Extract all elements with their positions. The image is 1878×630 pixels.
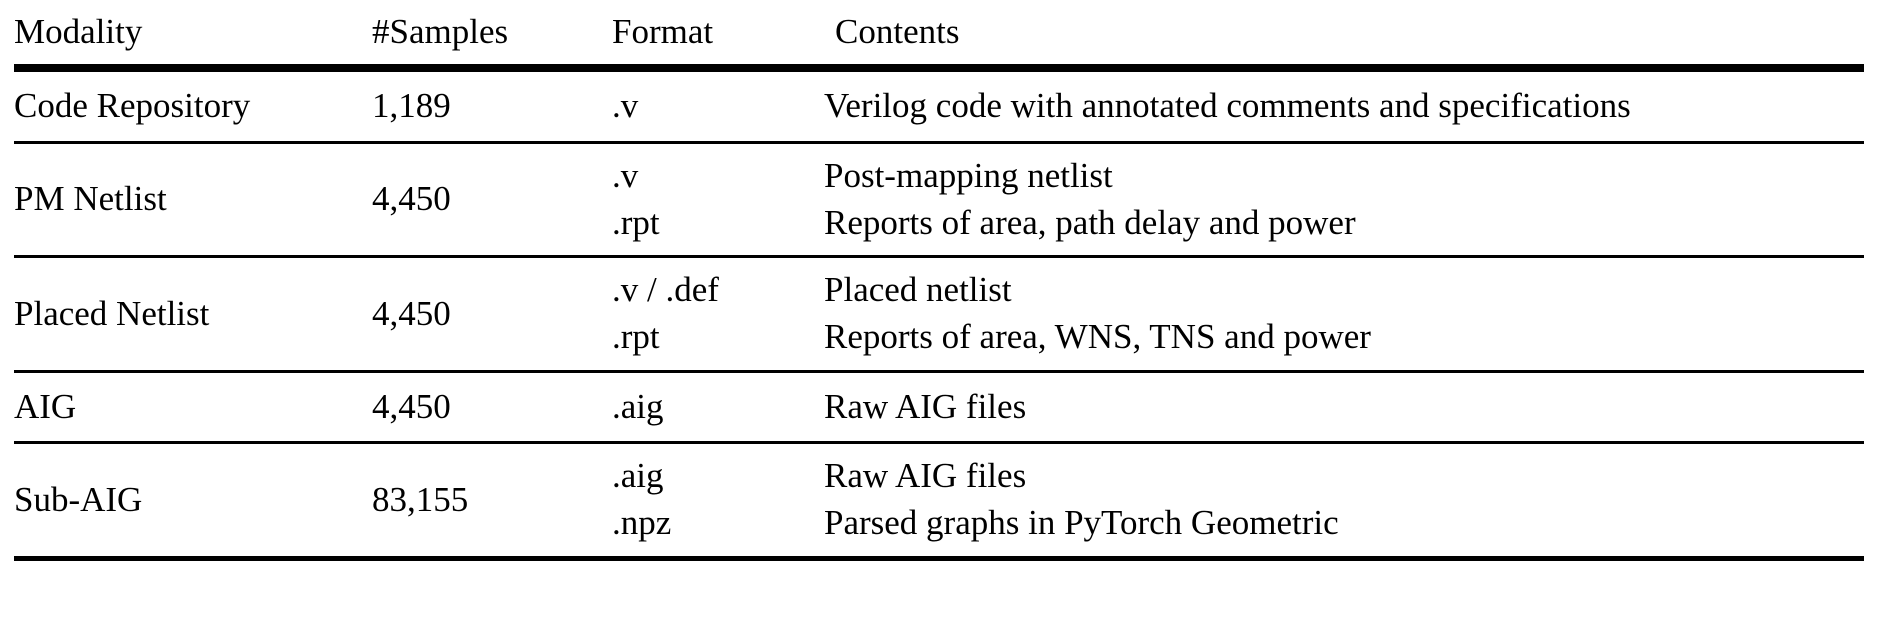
format-line: .rpt [612, 202, 660, 242]
table-row: AIG 4,450 .aig Raw AIG files [14, 373, 1864, 443]
table-top-rule [14, 64, 1864, 72]
contents-line: Reports of area, path delay and power [824, 202, 1356, 242]
format-line: .aig [612, 386, 664, 426]
contents-line: Post-mapping netlist [824, 155, 1113, 195]
cell-format: .aig [612, 373, 824, 443]
cell-modality: Sub-AIG [14, 479, 143, 519]
format-line: .npz [612, 503, 672, 543]
column-header-modality: Modality [14, 12, 143, 51]
row-rule [14, 441, 1864, 445]
cell-format: .aig .npz [612, 444, 824, 558]
cell-format: .v [612, 72, 824, 142]
contents-line: Parsed graphs in PyTorch Geometric [824, 503, 1339, 543]
cell-contents: Raw AIG files Parsed graphs in PyTorch G… [824, 444, 1864, 558]
contents-line: Raw AIG files [824, 456, 1027, 496]
header-row: Modality #Samples Format Contents [14, 0, 1864, 67]
cell-contents: Placed netlist Reports of area, WNS, TNS… [824, 258, 1864, 371]
cell-samples: 4,450 [372, 386, 451, 426]
header-rule [14, 69, 1864, 74]
row-rule [14, 370, 1864, 374]
table-row: PM Netlist 4,450 .v .rpt Post-mapping ne… [14, 144, 1864, 257]
contents-line: Verilog code with annotated comments and… [824, 86, 1631, 126]
contents-line: Raw AIG files [824, 386, 1027, 426]
contents-line: Placed netlist [824, 270, 1012, 310]
format-line: .v / .def [612, 270, 719, 310]
format-line: .aig [612, 456, 664, 496]
format-line: .v [612, 155, 639, 195]
dataset-modality-table: Modality #Samples Format Contents Code R… [14, 0, 1864, 563]
table-row: Placed Netlist 4,450 .v / .def .rpt Plac… [14, 258, 1864, 371]
column-header-contents: Contents [835, 12, 960, 51]
cell-modality: AIG [14, 386, 77, 426]
cell-modality: Code Repository [14, 86, 251, 126]
table-row: Sub-AIG 83,155 .aig .npz Raw AIG files P… [14, 444, 1864, 558]
cell-contents: Raw AIG files [824, 373, 1864, 443]
cell-contents: Post-mapping netlist Reports of area, pa… [824, 144, 1864, 257]
table-row: Code Repository 1,189 .v Verilog code wi… [14, 72, 1864, 142]
cell-samples: 1,189 [372, 86, 451, 126]
format-line: .rpt [612, 317, 660, 357]
format-line: .v [612, 86, 639, 126]
table-bottom-rule [14, 556, 1864, 563]
column-header-format: Format [612, 12, 714, 51]
cell-format: .v .rpt [612, 144, 824, 257]
cell-samples: 4,450 [372, 179, 451, 219]
row-rule [14, 140, 1864, 145]
contents-line: Reports of area, WNS, TNS and power [824, 317, 1371, 357]
column-header-samples: #Samples [372, 12, 509, 51]
cell-format: .v / .def .rpt [612, 258, 824, 371]
cell-modality: PM Netlist [14, 179, 167, 219]
table-header: Modality #Samples Format Contents [14, 0, 1864, 67]
cell-contents: Verilog code with annotated comments and… [824, 72, 1864, 142]
cell-samples: 4,450 [372, 293, 451, 333]
table-body: Code Repository 1,189 .v Verilog code wi… [14, 69, 1864, 563]
cell-modality: Placed Netlist [14, 293, 210, 333]
cell-samples: 83,155 [372, 479, 469, 519]
row-rule [14, 255, 1864, 259]
